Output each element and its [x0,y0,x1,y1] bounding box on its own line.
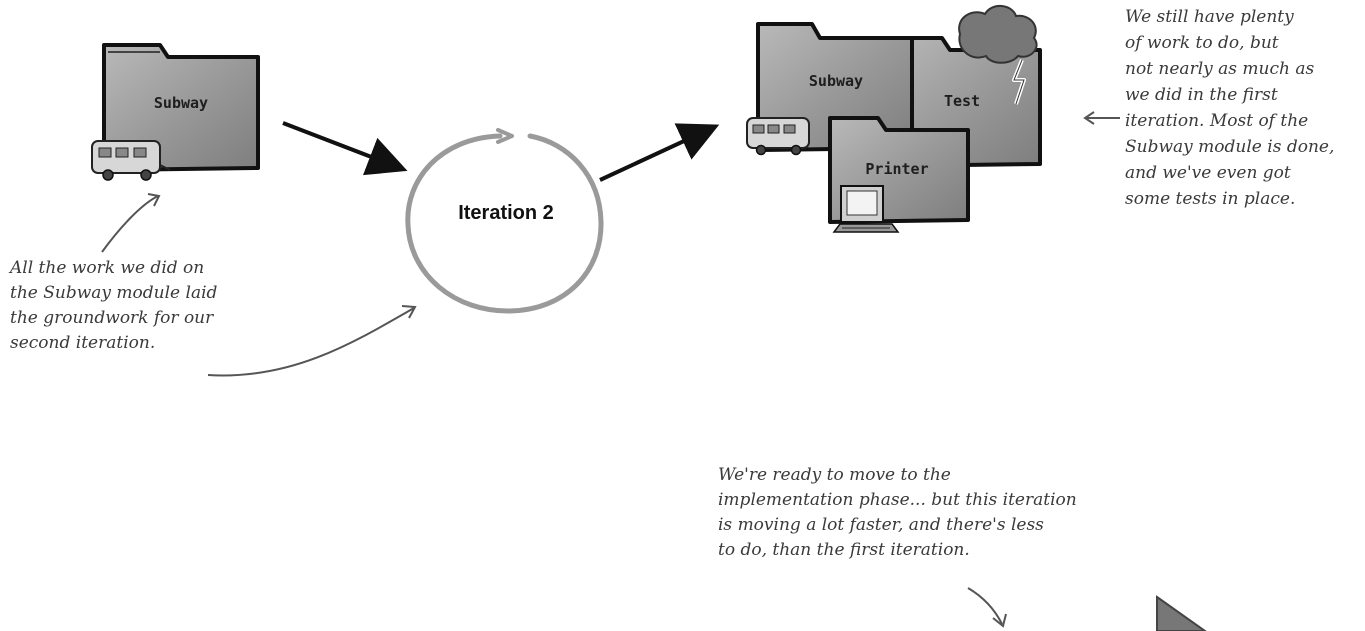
note-left: All the work we did on the Subway module… [10,258,218,353]
test-folder-label: Test [944,92,980,110]
printer-folder-label: Printer [865,160,928,178]
iteration-cycle: Iteration 2 [405,128,604,314]
note-bottom: We're ready to move to the implementatio… [718,465,1077,560]
note-left-pointer-to-iteration [207,305,417,377]
arrow-from-iteration [599,123,720,182]
next-phase-shape [1156,595,1207,631]
trailer-icon [91,140,171,181]
note-right: We still have plenty of work to do, but … [1125,7,1335,209]
note-left-pointer-up [101,193,161,253]
note-right-pointer [1083,111,1120,125]
iteration-label: Iteration 2 [458,202,554,224]
computer-icon [832,185,900,233]
storm-cloud-icon [958,5,1038,105]
arrow-to-iteration [282,121,408,176]
note-bottom-pointer [967,587,1007,628]
subway-folder-after-label: Subway [809,72,863,90]
subway-folder-before-label: Subway [154,94,208,112]
trailer-icon-small [746,117,810,156]
subway-folder-before: Subway [102,43,260,172]
